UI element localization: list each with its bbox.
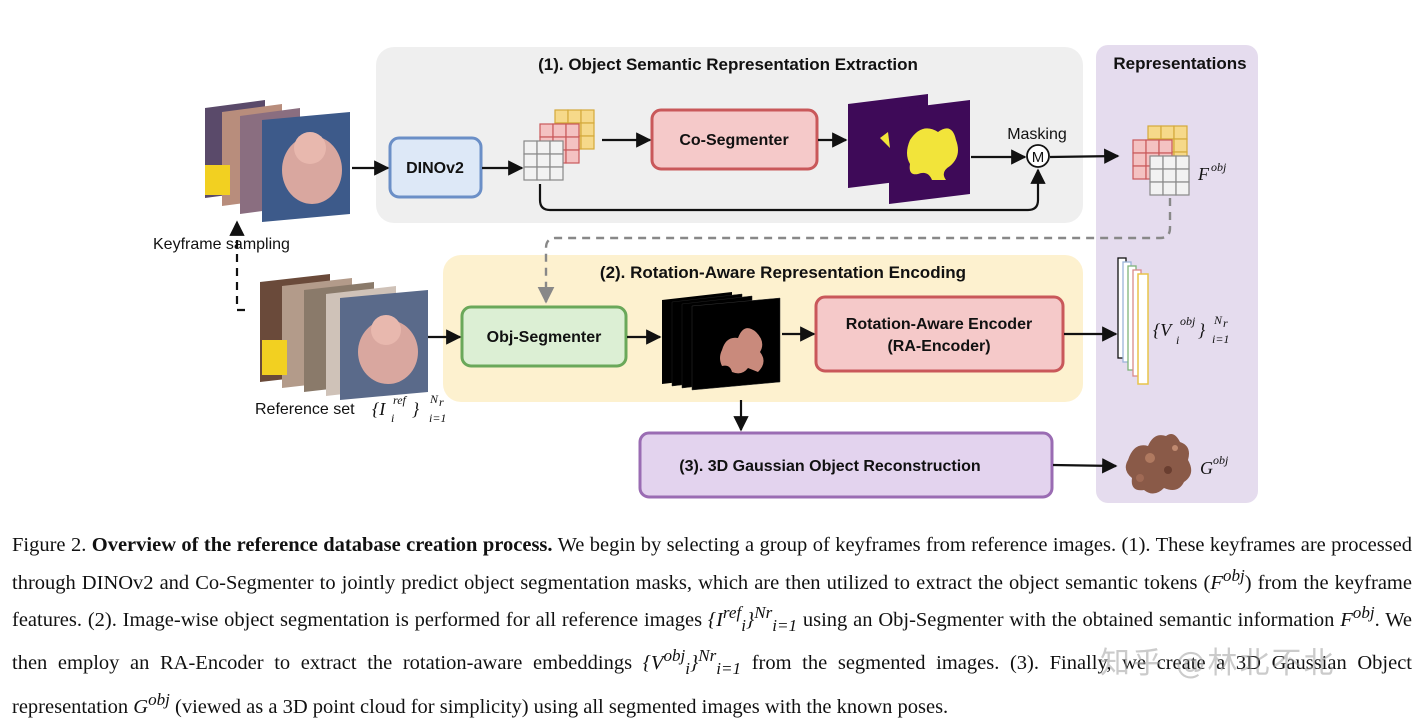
svg-text:N: N: [429, 392, 439, 406]
f-obj-volume: [1132, 125, 1190, 196]
obj-segmenter-label: Obj-Segmenter: [487, 329, 602, 346]
stage2-title: (2). Rotation-Aware Representation Encod…: [600, 263, 966, 282]
stage1-title: (1). Object Semantic Representation Extr…: [538, 55, 918, 74]
caption-part6: (viewed as a 3D point cloud for simplici…: [169, 695, 949, 718]
svg-text:ref: ref: [393, 393, 408, 407]
svg-text:Reference set: Reference set: [255, 401, 355, 418]
representations-title: Representations: [1113, 54, 1246, 73]
v-obj-label: {V obj i } N r i=1: [1153, 313, 1229, 347]
mask-operator: [1026, 144, 1050, 168]
caption-v-set-limit-sub: i=1: [716, 659, 742, 679]
g-obj-symbol: G: [1200, 458, 1213, 478]
g-obj-sup: obj: [1213, 453, 1229, 467]
caption-ref-set-sup: ref: [722, 602, 742, 622]
svg-text:obj: obj: [1180, 314, 1196, 328]
reconstruction-label: (3). 3D Gaussian Object Reconstruction: [679, 458, 980, 475]
dinov2-label: DINOv2: [406, 160, 464, 177]
figure-caption: Figure 2. Overview of the reference data…: [12, 530, 1412, 722]
caption-v-set-close: }: [690, 652, 699, 675]
caption-f-obj2-sup: obj: [1352, 602, 1375, 622]
gaussian-point-cloud: [1125, 434, 1192, 494]
caption-part3: using an Obj-Segmenter with the obtained…: [797, 608, 1341, 631]
co-segmenter-box: [650, 108, 819, 171]
f-obj-symbol: F: [1197, 164, 1210, 184]
svg-text:i: i: [1176, 333, 1179, 347]
svg-text:r: r: [439, 395, 444, 409]
caption-ref-set-close: }: [746, 608, 755, 631]
caption-figure-label: Figure 2.: [12, 534, 87, 556]
dinov2-box: [388, 136, 483, 199]
feature-volume-stage1: [523, 109, 595, 181]
caption-v-set: {V: [642, 652, 664, 675]
caption-v-set-limit-sup: Nr: [698, 646, 717, 666]
caption-f-obj2: F: [1340, 608, 1353, 631]
ra-encoder-label-line1: Rotation-Aware Encoder: [846, 316, 1032, 333]
svg-text:i=1: i=1: [429, 411, 446, 425]
reference-set-label: Reference set {I ref i } N r i=1: [255, 392, 446, 425]
svg-text:i: i: [391, 411, 394, 425]
reference-image-stack: [260, 274, 428, 400]
svg-text:}: }: [412, 399, 420, 419]
segmented-object-images: [662, 292, 781, 391]
ra-encoder-label-line2: (RA-Encoder): [887, 338, 990, 355]
reconstruction-box: [638, 431, 1054, 499]
svg-text:i=1: i=1: [1212, 332, 1229, 346]
caption-g-obj-sup: obj: [148, 689, 170, 709]
obj-segmenter-box: [460, 305, 628, 368]
svg-text:N: N: [1213, 313, 1223, 327]
v-embedding-stack: [1117, 257, 1149, 385]
caption-ref-set-sub: i: [741, 615, 746, 635]
caption-title: Overview of the reference database creat…: [91, 534, 553, 556]
caption-f-obj: F: [1210, 571, 1223, 594]
svg-text:}: }: [1198, 320, 1206, 340]
caption-ref-set-limit-sup: Nr: [754, 602, 773, 622]
ra-encoder-box: [814, 295, 1065, 373]
caption-ref-set: {I: [707, 608, 723, 631]
mask-operator-symbol: M: [1032, 149, 1045, 166]
f-obj-sup: obj: [1211, 160, 1227, 174]
svg-text:{I: {I: [372, 399, 386, 419]
masking-label: Masking: [1007, 126, 1067, 143]
keyframe-sampling-label: Keyframe sampling: [153, 236, 290, 253]
caption-part2: ) from the keyframe features. (2). Image…: [12, 571, 1412, 631]
caption-ref-set-limit-sub: i=1: [772, 615, 798, 635]
caption-v-set-sub: i: [685, 659, 691, 679]
svg-text:{V: {V: [1153, 320, 1173, 340]
keyframe-image-stack: [205, 100, 350, 222]
caption-part1: We begin by selecting a group of keyfram…: [12, 534, 1412, 594]
caption-v-set-sup: obj: [663, 646, 686, 666]
pipeline-diagram: (1). Object Semantic Representation Extr…: [153, 45, 1258, 503]
co-segmenter-label: Co-Segmenter: [679, 132, 788, 149]
svg-text:r: r: [1223, 316, 1228, 330]
caption-g-obj: G: [133, 695, 149, 718]
caption-part4: . We then employ an RA-Encoder to extrac…: [12, 608, 1412, 675]
caption-f-obj-sup: obj: [1222, 565, 1245, 585]
segmentation-masks: [848, 94, 970, 204]
